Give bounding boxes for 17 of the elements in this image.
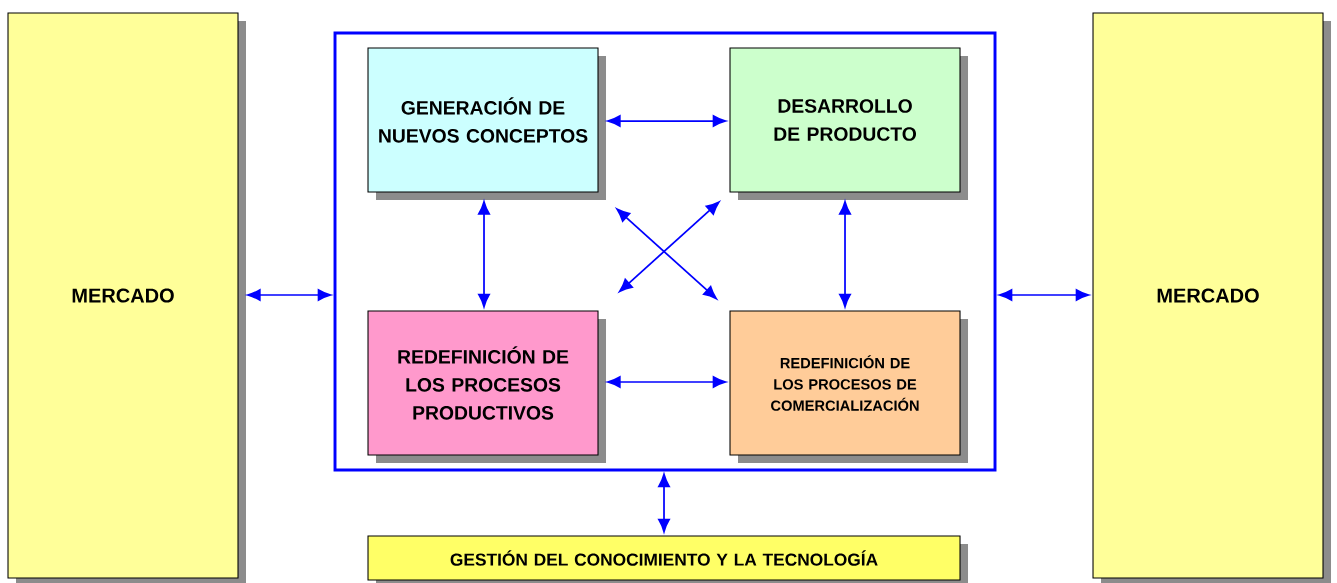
double-arrow — [998, 289, 1090, 301]
double-arrow — [607, 376, 727, 388]
double-arrow — [247, 289, 332, 301]
knowledge-bar: GESTIÓN DEL CONOCIMIENTO Y LA TECNOLOGÍA — [367, 535, 968, 583]
double-arrow — [619, 201, 720, 293]
outer-frame — [333, 31, 997, 472]
double-arrow — [478, 201, 490, 308]
double-arrow — [607, 115, 727, 127]
double-arrow — [616, 208, 717, 300]
double-arrow — [658, 473, 670, 533]
market-box: MERCADO — [1092, 12, 1331, 583]
process-box: GENERACIÓN DE NUEVOS CONCEPTOS — [367, 47, 606, 200]
process-box: REDEFINICIÓN DE LOS PROCESOS PRODUCTIVOS — [367, 310, 606, 463]
process-box: REDEFINICIÓN DE LOS PROCESOS DE COMERCIALIZACIÓN — [729, 310, 968, 463]
process-box: DESARROLLO DE PRODUCTO — [729, 47, 968, 200]
double-arrow — [839, 201, 851, 308]
market-box: MERCADO — [7, 12, 246, 583]
